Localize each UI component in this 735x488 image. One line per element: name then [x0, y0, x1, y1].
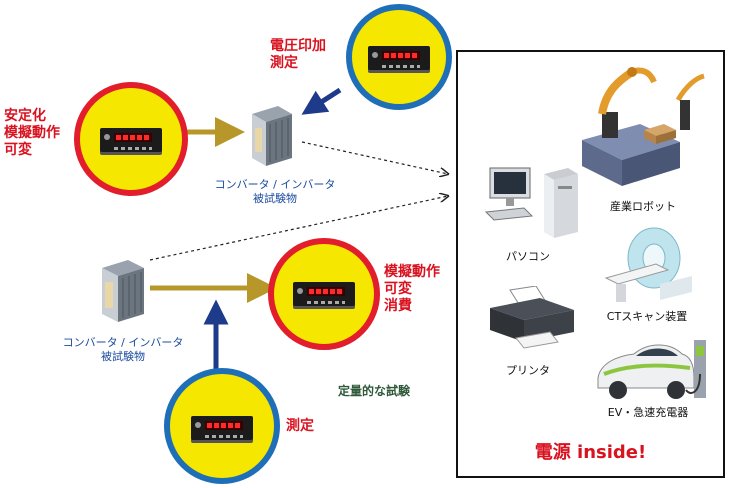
arrow-top-circle-to-dut	[301, 87, 342, 115]
voltage-measure-circle	[346, 4, 452, 110]
ev-label: EV・急速充電器	[607, 406, 689, 419]
load-circle	[268, 238, 380, 350]
power-supply-meter-icon	[100, 128, 162, 152]
robot-label: 産業ロボット	[610, 200, 676, 213]
voltage-measure-label: 電圧印加 測定	[270, 38, 326, 71]
power-inside-label: 電源 inside!	[534, 442, 647, 463]
module-icon	[252, 106, 292, 166]
ct-label: CTスキャン装置	[606, 310, 688, 323]
robot-icon	[582, 67, 705, 186]
dut-top-label: コンバータ / インバータ 被試験物	[214, 178, 336, 205]
stabilizer-circle	[74, 82, 188, 196]
electronic-load-icon	[293, 282, 355, 306]
ct-scanner-icon	[604, 227, 692, 302]
dotted-link-top	[301, 141, 448, 174]
measure-circle	[164, 368, 280, 484]
stabilizer-label: 安定化 模擬動作 可変	[4, 108, 60, 158]
printer-icon	[490, 286, 574, 349]
module-icon	[102, 260, 144, 322]
ev-charger-icon	[597, 340, 706, 399]
meter-icon	[368, 46, 430, 70]
dotted-link-bottom	[149, 196, 448, 261]
pc-label: パソコン	[506, 250, 550, 263]
applications-panel: パソコン 産業ロボット CTスキャン装置 プリンタ	[456, 50, 725, 478]
dut-bottom-label: コンバータ / インバータ 被試験物	[62, 336, 184, 363]
meter-icon	[191, 416, 253, 440]
pc-icon	[484, 167, 578, 238]
measure-label: 測定	[286, 418, 314, 434]
quantitative-test-label: 定量的な試験	[338, 384, 411, 398]
printer-label: プリンタ	[506, 364, 550, 377]
converter-module-icon	[94, 258, 146, 324]
load-label: 模擬動作 可変 消費	[384, 264, 440, 314]
converter-module-icon	[244, 104, 294, 168]
